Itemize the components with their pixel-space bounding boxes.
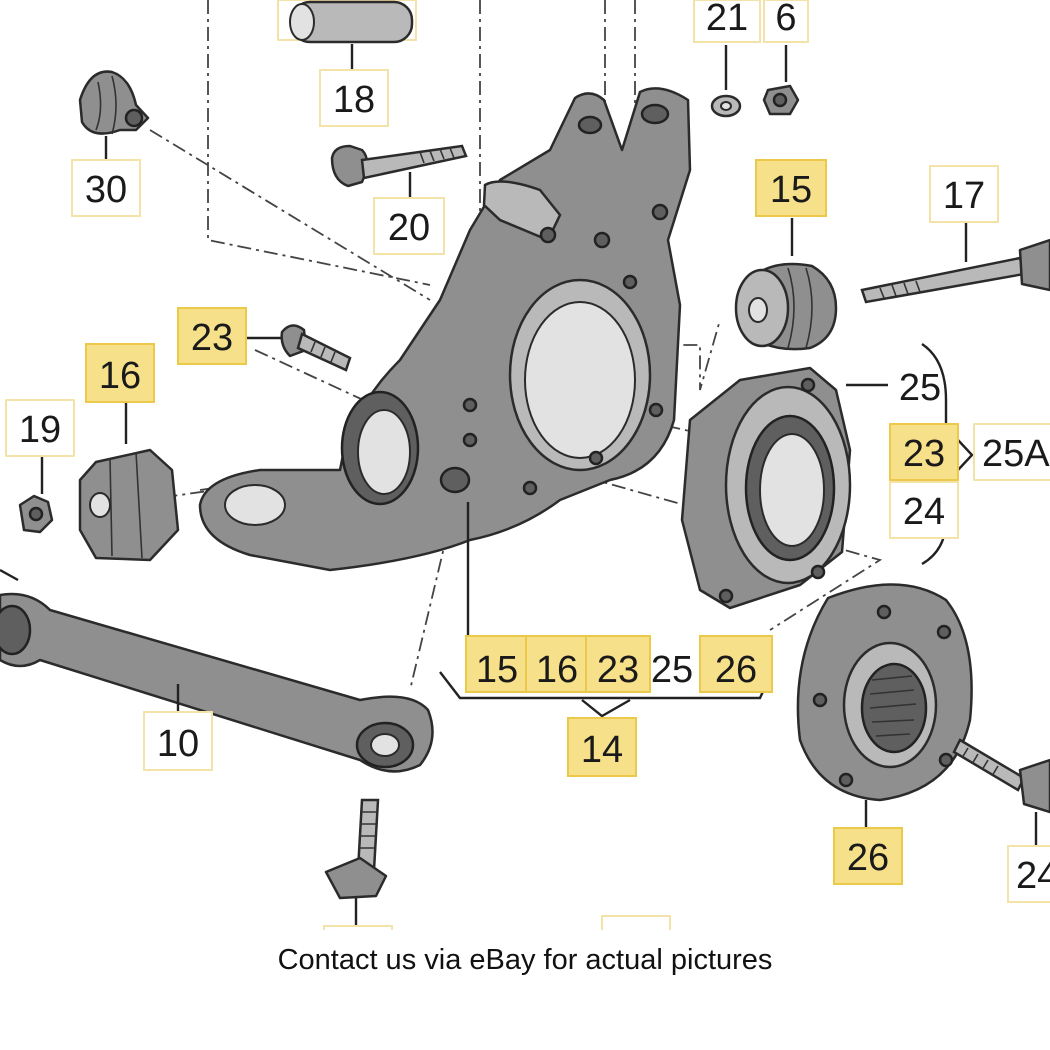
callout-25-right-text: 25 <box>899 367 941 409</box>
callout-24-right[interactable]: 24 <box>889 481 959 539</box>
callout-30-text: 30 <box>85 169 127 211</box>
callout-16-left-text: 16 <box>99 355 141 397</box>
callout-26-hub[interactable]: 26 <box>833 827 903 885</box>
callout-23-kit[interactable]: 23 <box>585 635 651 693</box>
callout-26-kit-text: 26 <box>715 649 757 691</box>
callout-16-left[interactable]: 16 <box>85 343 155 403</box>
callout-24-bottom[interactable]: 24 <box>1007 845 1050 903</box>
callout-15-upper-text: 15 <box>770 169 812 211</box>
part-24-wheel-bolt[interactable] <box>952 738 1050 846</box>
callout-23-left-text: 23 <box>191 317 233 359</box>
part-16-bushing[interactable] <box>78 402 180 562</box>
wheel-knuckle[interactable] <box>198 87 692 572</box>
callout-20-text: 20 <box>388 207 430 249</box>
caption-text: Contact us via eBay for actual pictures <box>277 944 773 976</box>
part-30-dust-boot[interactable] <box>78 70 150 160</box>
callout-15-kit[interactable]: 15 <box>465 635 529 693</box>
callout-14-text: 14 <box>581 729 623 771</box>
callout-23-left[interactable]: 23 <box>177 307 247 365</box>
part-25-wheel-bearing[interactable] <box>680 366 888 610</box>
part-17-bolt[interactable] <box>860 222 1050 304</box>
part-6-nut[interactable] <box>762 45 800 116</box>
callout-25A-text: 25A <box>982 433 1050 475</box>
callout-19[interactable]: 19 <box>5 399 75 457</box>
callout-10-text: 10 <box>157 723 199 765</box>
callout-6-text: 6 <box>775 0 796 39</box>
part-20-bolt[interactable] <box>330 144 468 198</box>
exploded-parts-diagram: 30 18 21 6 20 15 17 23 16 19 25 23 <box>0 0 1050 930</box>
lower-bolt[interactable] <box>324 798 388 930</box>
callout-25-kit-text: 25 <box>651 649 693 691</box>
cut-off-callout-left <box>323 925 393 930</box>
callout-25-right[interactable]: 25 <box>899 367 941 409</box>
part-15-bushing[interactable] <box>734 218 838 351</box>
callout-26-hub-text: 26 <box>847 837 889 879</box>
callout-23-right[interactable]: 23 <box>889 423 959 481</box>
callout-15-upper[interactable]: 15 <box>755 159 827 217</box>
callout-25A[interactable]: 25A <box>973 423 1050 481</box>
callout-25-kit[interactable]: 25 <box>651 649 693 691</box>
part-21-washer[interactable] <box>710 45 742 118</box>
callout-19-text: 19 <box>19 409 61 451</box>
callout-21-text: 21 <box>706 0 748 39</box>
callout-16-kit[interactable]: 16 <box>525 635 589 693</box>
callout-24-bottom-text: 24 <box>1016 855 1050 897</box>
callout-30[interactable]: 30 <box>71 159 141 217</box>
cut-off-callout-right <box>601 915 671 930</box>
part-18-bushing[interactable] <box>277 0 417 72</box>
callout-23-right-text: 23 <box>903 433 945 475</box>
callout-10[interactable]: 10 <box>143 711 213 771</box>
part-10-control-arm[interactable] <box>0 568 434 773</box>
callout-14[interactable]: 14 <box>567 717 637 777</box>
part-23-bolt[interactable] <box>246 324 352 372</box>
callout-16-kit-text: 16 <box>536 649 578 691</box>
callout-26-kit[interactable]: 26 <box>699 635 773 693</box>
callout-18[interactable]: 18 <box>319 69 389 127</box>
callout-17[interactable]: 17 <box>929 165 999 223</box>
callout-18-text: 18 <box>333 79 375 121</box>
part-19-nut[interactable] <box>18 456 54 534</box>
callout-23-kit-text: 23 <box>597 649 639 691</box>
label-group-bracket <box>921 343 974 566</box>
callout-15-kit-text: 15 <box>476 649 518 691</box>
callout-6[interactable]: 6 <box>763 0 809 43</box>
part-26-wheel-hub[interactable] <box>796 583 973 828</box>
callout-20[interactable]: 20 <box>373 197 445 255</box>
callout-17-text: 17 <box>943 175 985 217</box>
callout-21[interactable]: 21 <box>693 0 761 43</box>
callout-24-right-text: 24 <box>903 491 945 533</box>
